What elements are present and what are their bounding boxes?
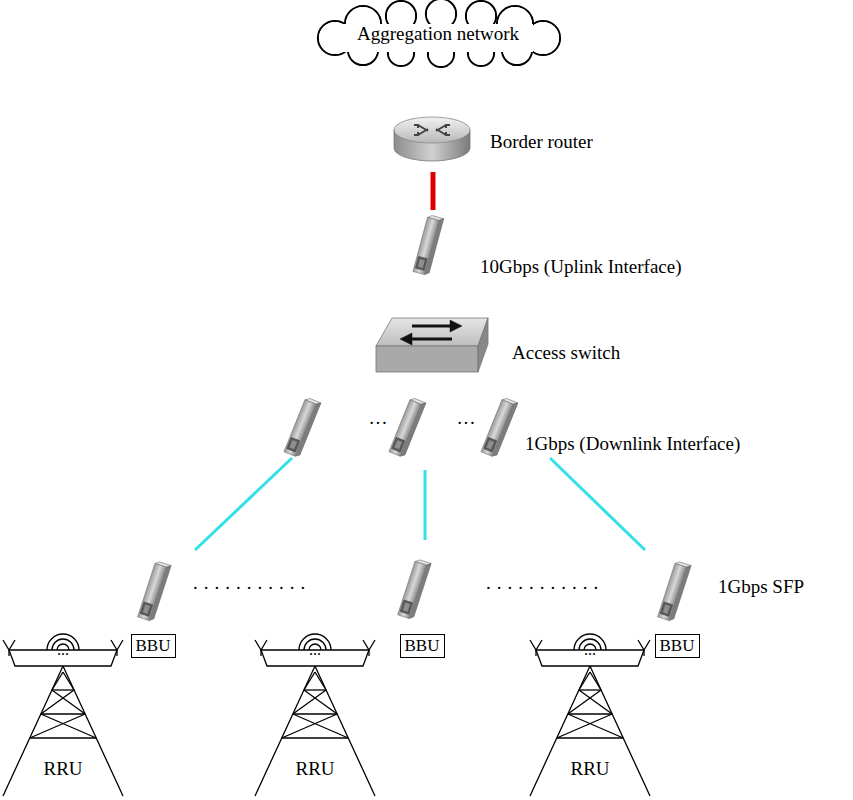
bbu-box: BBU [131,634,176,658]
interface-label: 1Gbps (Downlink Interface) [525,433,740,455]
rru-tower: RRU [528,610,652,798]
rru-tower: RRU [253,610,377,798]
rru-tower: RRU [1,610,125,798]
unit-name: RRU [43,758,82,780]
downlink-cable [195,458,645,550]
antenna-ellipsis: ... [309,641,321,659]
unit-name: BBU [136,636,171,656]
uplink-cable [431,172,436,210]
sfp-module [481,397,518,458]
device-label: Access switch [512,342,620,364]
switch-icon [376,318,488,372]
antenna-ellipsis: ... [584,641,596,659]
sfp-module [398,559,431,620]
ellipsis: ··· [369,412,388,434]
device-label: Border router [490,131,593,153]
interface-label: 10Gbps (Uplink Interface) [480,256,682,278]
sfp-module [658,561,691,622]
unit-name: BBU [660,636,695,656]
sfp-module [138,561,171,622]
network-cloud: Aggregation network [303,0,573,68]
sfp-module [413,215,444,276]
ellipsis: ........... [193,572,311,594]
bbu-box: BBU [655,634,700,658]
sfp-module [389,397,426,458]
ellipsis: ........... [486,572,604,594]
ellipsis: ··· [457,412,476,434]
network-name: Aggregation network [357,23,519,45]
interface-label: 1Gbps SFP [718,576,804,598]
antenna-ellipsis: ... [57,641,69,659]
unit-name: BBU [405,636,440,656]
sfp-module [284,397,321,458]
unit-name: RRU [295,758,334,780]
bbu-box: BBU [400,634,445,658]
unit-name: RRU [570,758,609,780]
router-icon [394,117,470,161]
